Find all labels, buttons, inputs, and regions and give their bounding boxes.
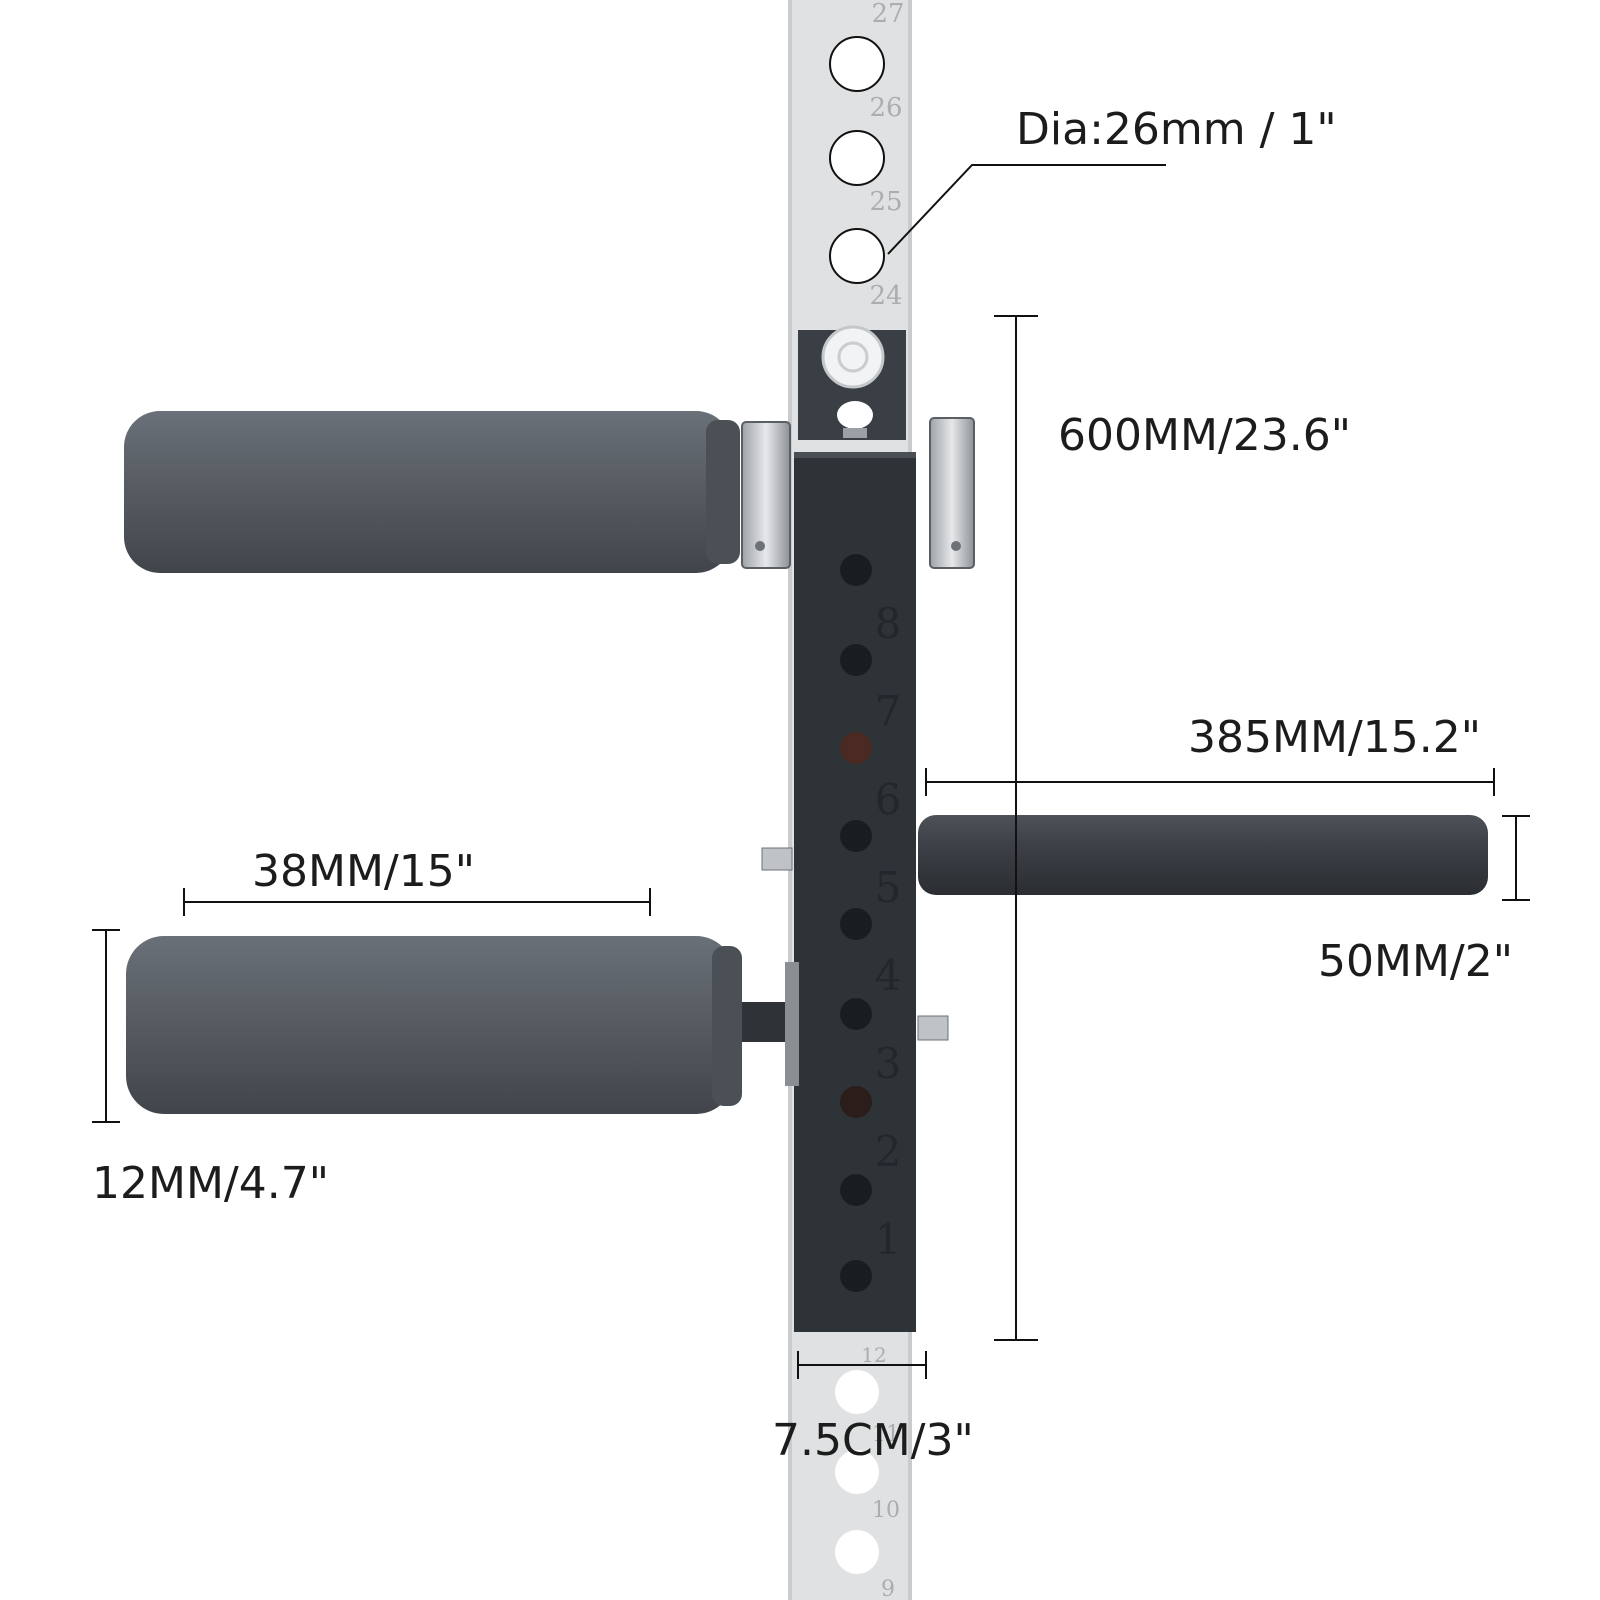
bracket-hole xyxy=(840,998,872,1030)
bracket-number: 5 xyxy=(875,863,902,912)
bracket-number: 8 xyxy=(875,599,902,648)
upright-hole xyxy=(829,130,885,186)
adjustment-bracket: 8 7 6 5 4 3 2 1 xyxy=(761,452,949,1332)
handle-diameter-dimension: 50MM/2" xyxy=(1318,815,1530,987)
height-dimension: 600MM/23.6" xyxy=(994,315,1351,1341)
lower-roller-pad xyxy=(126,936,799,1114)
upright-hole xyxy=(829,36,885,92)
upright-number: 12 xyxy=(861,1343,886,1367)
bracket-width-label: 7.5CM/3" xyxy=(772,1415,974,1466)
handle-bar xyxy=(918,815,1488,895)
upright-number: 10 xyxy=(872,1498,900,1523)
bracket-hole xyxy=(840,1086,872,1118)
upright-hole xyxy=(829,228,885,284)
bracket-hole xyxy=(840,820,872,852)
upright-number: 24 xyxy=(869,281,902,311)
upright-number: 27 xyxy=(871,0,904,29)
handle-length-dimension: 385MM/15.2" xyxy=(925,712,1495,796)
upper-roller-pad xyxy=(124,411,740,573)
upright-number: 26 xyxy=(869,93,902,123)
bolt-icon xyxy=(951,541,961,551)
roller-length-label: 38MM/15" xyxy=(252,846,475,897)
bracket-number: 6 xyxy=(875,775,902,824)
bracket-hole xyxy=(840,644,872,676)
bracket-number: 4 xyxy=(875,951,902,1000)
upright-hole xyxy=(835,1530,879,1574)
bracket-hole xyxy=(840,732,872,764)
bracket-hole xyxy=(840,1260,872,1292)
upright-number: 11 xyxy=(872,1422,900,1447)
bolt-icon xyxy=(755,541,765,551)
hole-diameter-label: Dia:26mm / 1" xyxy=(1016,104,1337,155)
bracket-hole xyxy=(840,908,872,940)
height-label: 600MM/23.6" xyxy=(1058,410,1351,461)
roller-diameter-label: 12MM/4.7" xyxy=(92,1158,329,1209)
upright-number: 9 xyxy=(881,1577,895,1600)
hole-diameter-callout: Dia:26mm / 1" xyxy=(887,104,1337,255)
bracket-number: 7 xyxy=(875,687,902,736)
bracket-number: 1 xyxy=(875,1215,902,1264)
upright-number: 25 xyxy=(869,187,902,217)
upright-hole xyxy=(835,1370,879,1414)
bracket-number: 2 xyxy=(875,1127,902,1176)
bracket-hole xyxy=(840,1174,872,1206)
mounting-plate xyxy=(798,325,906,440)
handle-length-label: 385MM/15.2" xyxy=(1188,712,1481,763)
upper-collars xyxy=(741,417,975,569)
handle-diameter-label: 50MM/2" xyxy=(1318,936,1513,987)
pull-pin-knob-icon xyxy=(821,325,885,389)
bracket-number: 3 xyxy=(875,1039,902,1088)
roller-length-dimension: 38MM/15" xyxy=(183,846,651,916)
bracket-hole xyxy=(840,554,872,586)
roller-diameter-dimension: 12MM/4.7" xyxy=(92,929,329,1209)
bracket-width-dimension: 7.5CM/3" xyxy=(772,1351,974,1466)
upright-hole xyxy=(835,1450,879,1494)
